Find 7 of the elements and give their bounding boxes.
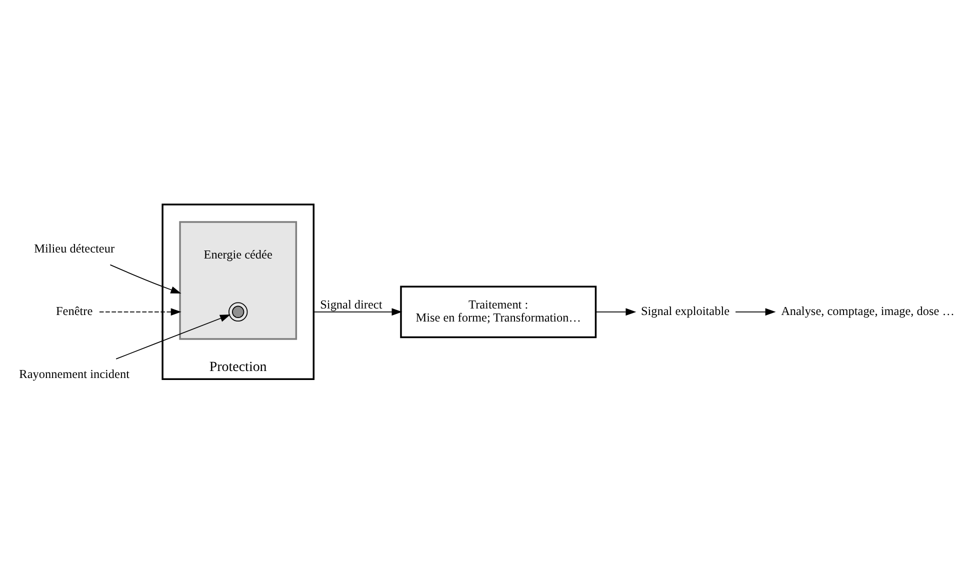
node-text: Fenêtre bbox=[56, 304, 93, 318]
node-text: Milieu détecteur bbox=[34, 241, 115, 256]
node-text: Rayonnement incident bbox=[19, 367, 130, 382]
node-label: Energie cédée bbox=[204, 247, 272, 262]
edge-label: Signal direct bbox=[320, 298, 382, 312]
node-text: Analyse, comptage, image, dose … bbox=[781, 304, 954, 318]
node-text: Signal exploitable bbox=[640, 304, 730, 318]
